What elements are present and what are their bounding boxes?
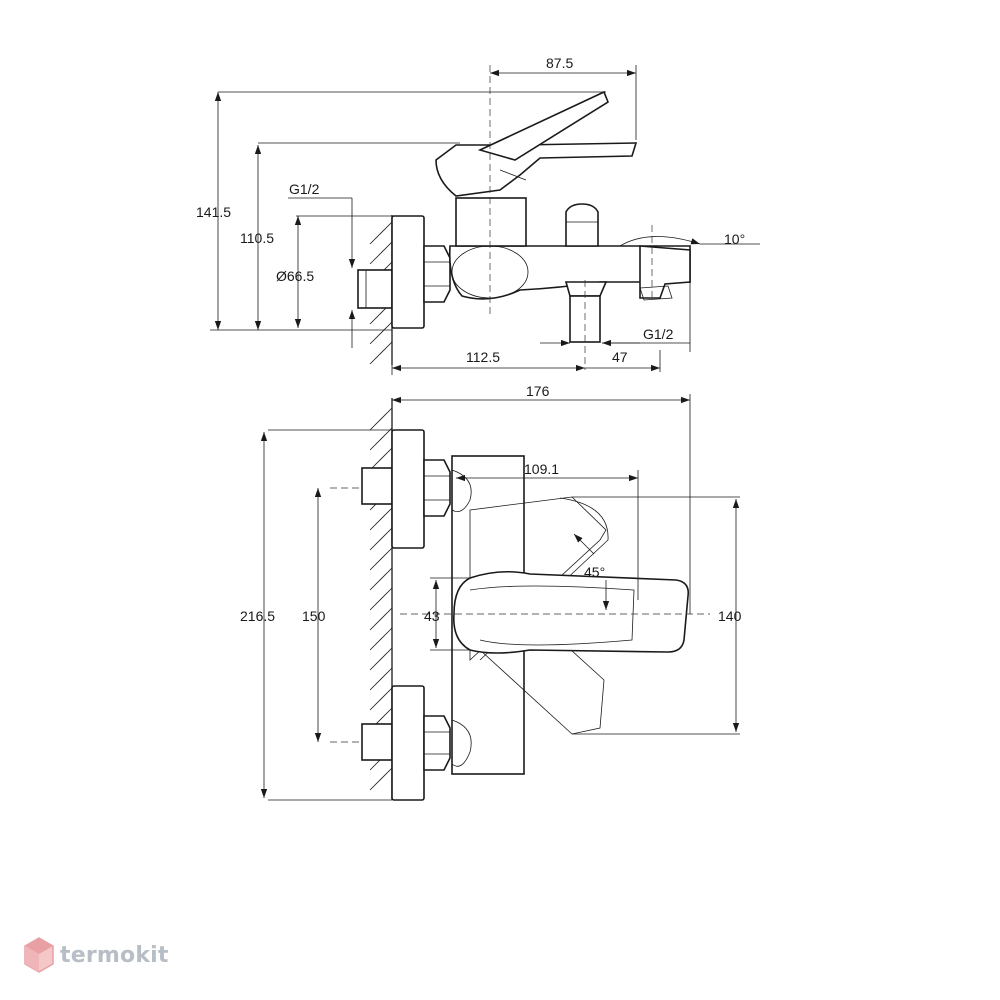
hex-nut-top-lower (423, 715, 451, 771)
wall-flange-top-upper (391, 429, 425, 549)
diverter-knob (565, 203, 599, 247)
dim-top-width: 87.5 (546, 55, 573, 71)
dim-flange-span: 216.5 (240, 608, 275, 624)
wall-flange-top-lower (391, 685, 425, 801)
thread-inlet-label: G1/2 (289, 181, 320, 197)
dim-body-width: 43 (424, 608, 440, 624)
thread-outlet-label: G1/2 (643, 326, 674, 342)
side-view: 87.5 141.5 110.5 G1/2 Ø66.5 10° 112.5 47… (196, 55, 760, 375)
dim-handle-width: 140 (718, 608, 742, 624)
spout-angle-label: 10° (724, 231, 745, 247)
handle-side (435, 142, 638, 197)
dim-center-distance: 150 (302, 608, 326, 624)
dim-handle-reach: 109.1 (524, 461, 559, 477)
termokit-logo-icon (24, 937, 54, 973)
cartridge-column (455, 197, 527, 247)
dim-outlet-offset: 112.5 (466, 349, 500, 365)
brand-watermark: termokit (24, 937, 169, 973)
inlet-pipe-top-upper (361, 467, 393, 505)
inlet-pipe-side (357, 269, 393, 309)
handle-angle-label: 45° (584, 564, 605, 580)
bath-outlet (564, 281, 608, 297)
handle-top (453, 570, 690, 654)
dim-body-height: 110.5 (240, 230, 274, 246)
brand-name: termokit (60, 942, 169, 968)
dim-diameter: Ø66.5 (276, 268, 314, 284)
dim-outlet-to-spout: 47 (612, 349, 628, 365)
top-view: 176 109.1 45° 216.5 150 43 140 (240, 383, 742, 801)
wall-flange-side (391, 215, 425, 329)
spout-head (639, 245, 691, 299)
inlet-pipe-top-lower (361, 723, 393, 761)
handle-lever (477, 90, 609, 161)
hex-nut-side (423, 245, 451, 303)
dim-total-depth: 176 (526, 383, 550, 399)
dim-total-height: 141.5 (196, 204, 231, 220)
hex-nut-top-upper (423, 459, 451, 517)
